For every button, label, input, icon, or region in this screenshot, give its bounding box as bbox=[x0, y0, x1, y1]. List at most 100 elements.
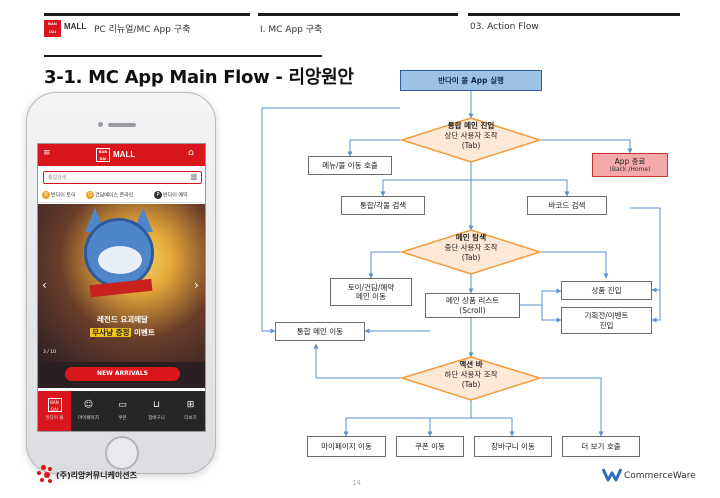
app-logo-bottom: DAI bbox=[99, 157, 107, 161]
connector bbox=[261, 107, 400, 334]
connector bbox=[540, 377, 604, 437]
banner-title: 레전드 요괴메달 bbox=[97, 315, 148, 324]
decision-middle-title: 메인 탐색 bbox=[455, 233, 487, 242]
banner-sub-rest: 이벤트 bbox=[134, 328, 155, 337]
title-rule bbox=[44, 55, 322, 57]
character-face bbox=[98, 246, 142, 274]
person-icon: ☺ bbox=[83, 400, 94, 410]
category-label: 건담베이스 온라인 bbox=[95, 192, 134, 199]
cart-tab-icon: ⊔ bbox=[152, 400, 161, 410]
decision-diamond-middle bbox=[399, 229, 543, 275]
app-header: ≡ BAN DAI MALL ⌂ bbox=[38, 144, 205, 166]
header-project: PC 리뉴얼/MC App 구축 bbox=[94, 25, 191, 35]
flow-connectors bbox=[261, 91, 661, 437]
decision-bottom-title: 액션 바 bbox=[459, 360, 483, 369]
connector bbox=[651, 290, 661, 323]
barcode-icon[interactable]: ▥ bbox=[190, 173, 197, 181]
start-label: 반다이 몰 App 실행 bbox=[438, 75, 504, 85]
coupon-node: 쿠폰 이동 bbox=[396, 436, 464, 457]
decision-diamond-bottom bbox=[399, 356, 543, 401]
phone-home-button bbox=[105, 436, 139, 470]
bandai-logo: BAN DAI bbox=[44, 20, 61, 37]
connector bbox=[541, 305, 562, 323]
banner-prev-icon[interactable]: ‹ bbox=[42, 278, 47, 292]
decision-diamond-top bbox=[399, 117, 543, 163]
search-input[interactable]: 통합검색 ▥ bbox=[43, 171, 202, 184]
decision-top-text: 통합 메인 진입 상단 사용자 조작 (Tab) bbox=[404, 121, 538, 150]
mall-label: MALL bbox=[64, 22, 87, 31]
connector bbox=[471, 179, 570, 197]
app-logo-top: BAN bbox=[98, 150, 108, 154]
category-label: 반다이 예약 bbox=[163, 192, 188, 199]
tab-more[interactable]: ⊞ 더보기 bbox=[174, 391, 205, 431]
connector bbox=[347, 139, 402, 157]
app-end-label: App 종료 bbox=[614, 156, 646, 166]
toy-move-node: 토이/건담/예약 메인 이동 bbox=[330, 278, 412, 306]
main-move-label: 통합 메인 이동 bbox=[296, 326, 344, 336]
page-number: 14 bbox=[352, 479, 361, 487]
menu-move-label: 메뉴/몰 이동 호출 bbox=[322, 160, 378, 170]
header-bar-left bbox=[44, 13, 250, 16]
connector bbox=[471, 417, 515, 437]
banner-next-icon[interactable]: › bbox=[194, 278, 199, 292]
product-enter-node: 상품 진입 bbox=[561, 281, 652, 300]
decision-top-title: 통합 메인 진입 bbox=[447, 121, 495, 130]
decision-bottom-line2: 하단 사용자 조작 bbox=[444, 369, 498, 379]
event-line2: 진입 bbox=[599, 320, 614, 330]
mypage-label: 마이페이지 이동 bbox=[321, 441, 372, 451]
banner-page-indicator: 3 / 10 bbox=[43, 350, 56, 355]
menu-move-node: 메뉴/몰 이동 호출 bbox=[308, 156, 392, 175]
event-enter-node: 기획전/이벤트 진입 bbox=[561, 307, 652, 334]
connector bbox=[520, 288, 562, 306]
more-label: 더 보기 호출 bbox=[581, 441, 621, 451]
banner-subtitle: 무사냥 증정 이벤트 bbox=[38, 327, 205, 338]
decision-middle-line3: (Tab) bbox=[461, 252, 481, 262]
decision-bottom-line3: (Tab) bbox=[461, 379, 481, 389]
barcode-node: 바코드 검색 bbox=[527, 196, 607, 215]
connector bbox=[540, 139, 633, 154]
connector bbox=[368, 251, 402, 279]
search-label: 통합/각몰 검색 bbox=[359, 200, 407, 210]
decision-bottom-text: 액션 바 하단 사용자 조작 (Tab) bbox=[404, 360, 538, 389]
product-enter-label: 상품 진입 bbox=[591, 285, 622, 295]
footer-company: (주)리앙커뮤니케이션즈 bbox=[56, 471, 137, 480]
header-subsection: 03. Action Flow bbox=[470, 22, 539, 32]
tab-label: 장바구니 bbox=[148, 416, 165, 421]
tab-mypage[interactable]: ☺ 마이페이지 bbox=[72, 391, 105, 431]
decision-top-line2: 상단 사용자 조작 bbox=[444, 130, 498, 140]
connector bbox=[380, 162, 472, 197]
connector bbox=[630, 207, 661, 293]
cart-icon[interactable]: ⌂ bbox=[188, 148, 194, 158]
connector bbox=[427, 417, 471, 437]
footer-partner: CommerceWare bbox=[624, 471, 696, 481]
search-node: 통합/각몰 검색 bbox=[341, 196, 425, 215]
main-move-node: 통합 메인 이동 bbox=[275, 322, 365, 341]
product-list-line1: 메인 상품 리스트 bbox=[445, 296, 500, 306]
tab-label: 마이페이지 bbox=[78, 416, 99, 421]
main-banner[interactable]: ‹ › 레전드 요괴메달 무사냥 증정 이벤트 3 / 10 bbox=[38, 204, 205, 362]
plus-icon: ⊞ bbox=[186, 400, 195, 410]
start-node: 반다이 몰 App 실행 bbox=[400, 70, 542, 91]
product-list-node: 메인 상품 리스트 (Scroll) bbox=[425, 293, 520, 318]
tab-coupon[interactable]: ▭쿠폰 bbox=[106, 391, 139, 431]
logo-text-bottom: DAI bbox=[49, 29, 56, 34]
new-arrivals-button[interactable]: NEW ARRIVALS bbox=[65, 367, 180, 381]
logo-text-top: BAN bbox=[48, 21, 57, 26]
product-list-line2: (Scroll) bbox=[459, 305, 486, 315]
search-placeholder: 통합검색 bbox=[48, 175, 67, 181]
tab-label: 더보기 bbox=[184, 416, 197, 421]
tab-cart[interactable]: ⊔ 장바구니 bbox=[140, 391, 173, 431]
decision-middle-line2: 중단 사용자 조작 bbox=[444, 242, 498, 252]
cart-label: 장바구니 이동 bbox=[491, 441, 535, 451]
app-logo[interactable]: BAN DAI bbox=[96, 148, 110, 162]
tab-label: 반다이 몰 bbox=[45, 416, 64, 421]
hamburger-icon[interactable]: ≡ bbox=[43, 148, 51, 158]
page-title: 3-1. MC App Main Flow - 리앙원안 bbox=[44, 67, 354, 88]
header-section: I. MC App 구축 bbox=[260, 25, 323, 35]
